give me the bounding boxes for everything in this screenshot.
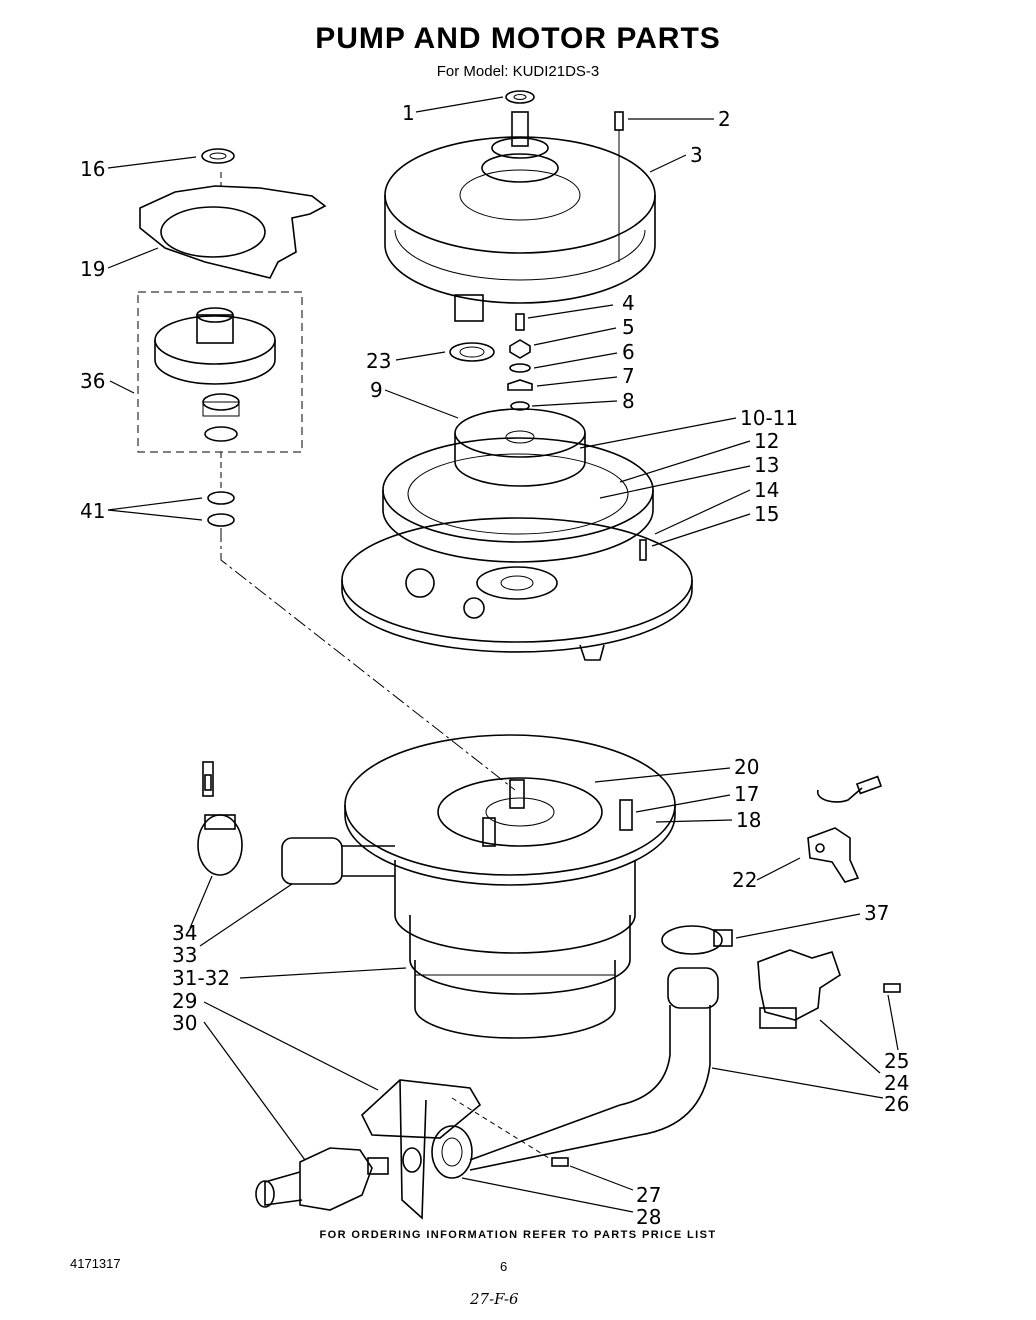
callout-41: 41: [80, 499, 105, 523]
callout-23: 23: [366, 349, 391, 373]
callout-4: 4: [622, 291, 635, 315]
callout-2: 2: [718, 107, 731, 131]
callout-22: 22: [732, 868, 757, 892]
callout-12: 12: [754, 429, 779, 453]
handwritten-note: 27-F-6: [470, 1290, 519, 1308]
callout-13: 13: [754, 453, 779, 477]
callout-25: 25: [884, 1049, 909, 1073]
callout-3: 3: [690, 143, 703, 167]
callout-9: 9: [370, 378, 383, 402]
pump-housing-assembly: [341, 408, 693, 661]
callout-18: 18: [736, 808, 761, 832]
page-number: 6: [500, 1259, 508, 1274]
callout-17: 17: [734, 782, 759, 806]
callout-30: 30: [172, 1011, 197, 1035]
callout-31-32: 31-32: [172, 966, 230, 990]
ordering-info-note: FOR ORDERING INFORMATION REFER TO PARTS …: [319, 1229, 717, 1241]
callout-24: 24: [884, 1071, 909, 1095]
switch-drain-parts: [255, 775, 901, 1220]
callout-34: 34: [172, 921, 197, 945]
callout-20: 20: [734, 755, 759, 779]
callout-leaders: [107, 96, 899, 1213]
callout-33: 33: [172, 943, 197, 967]
callout-37: 37: [864, 901, 889, 925]
motor-top-assembly: [384, 90, 656, 322]
callout-36: 36: [80, 369, 105, 393]
callout-16: 16: [80, 157, 105, 181]
impeller-hardware: [449, 313, 533, 411]
callout-26: 26: [884, 1092, 909, 1116]
callout-28: 28: [636, 1205, 661, 1229]
callout-8: 8: [622, 389, 635, 413]
callout-10-11: 10-11: [740, 406, 798, 430]
callout-27: 27: [636, 1183, 661, 1207]
callout-29: 29: [172, 989, 197, 1013]
callout-labels: 1 2 3 4 5 6 7 8 9 10-11 12 13 14 15 16 1…: [80, 101, 909, 1229]
lower-pump-motor: [197, 734, 676, 1039]
callout-15: 15: [754, 502, 779, 526]
callout-6: 6: [622, 340, 635, 364]
document-number: 4171317: [70, 1256, 121, 1271]
left-exploded-parts: [137, 148, 516, 791]
callout-1: 1: [402, 101, 415, 125]
model-subtitle: For Model: KUDI21DS-3: [436, 63, 600, 80]
callout-7: 7: [622, 364, 635, 388]
callout-19: 19: [80, 257, 105, 281]
page-title: PUMP AND MOTOR PARTS: [315, 22, 721, 55]
callout-5: 5: [622, 315, 635, 339]
callout-14: 14: [754, 478, 779, 502]
